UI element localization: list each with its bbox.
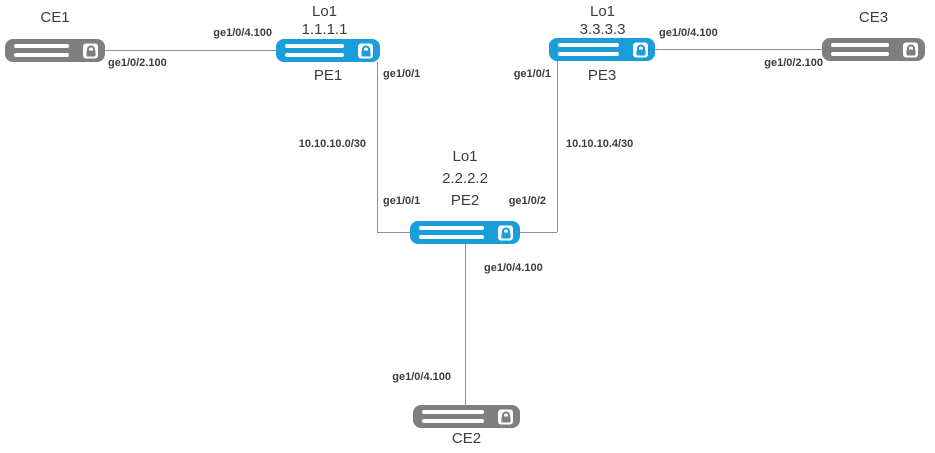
pe3-loopback-ip: 3.3.3.3 xyxy=(579,21,626,38)
lock-body-icon xyxy=(86,50,95,56)
pe2-left-interface-label: ge1/0/1 xyxy=(383,195,421,207)
lock-shackle-icon xyxy=(501,411,510,418)
ce2-title: CE2 xyxy=(451,430,482,447)
pe3-access-interface-label: ge1/0/4.100 xyxy=(659,27,718,39)
link-pe3-pe2-horizontal xyxy=(520,232,557,233)
ce1-interface-label: ge1/0/2.100 xyxy=(108,57,167,69)
lock-shackle-icon xyxy=(906,44,915,51)
pe1-loopback-ip: 1.1.1.1 xyxy=(301,21,348,38)
link-pe1-pe2-horizontal xyxy=(377,232,410,233)
ce2-router-icon xyxy=(413,405,520,428)
lock-body-icon xyxy=(501,232,510,238)
ce3-title: CE3 xyxy=(858,9,889,26)
lock-shackle-icon xyxy=(501,227,510,234)
router-panel-line-icon xyxy=(831,52,889,56)
lock-icon xyxy=(498,409,513,424)
pe1-core-interface-label: ge1/0/1 xyxy=(383,68,421,80)
pe3-loopback-label: Lo1 xyxy=(589,3,616,20)
lock-icon xyxy=(358,43,373,58)
ce1-title: CE1 xyxy=(40,9,70,26)
router-panel-line-icon xyxy=(422,410,484,414)
lock-shackle-icon xyxy=(636,44,645,51)
lock-icon xyxy=(633,42,648,57)
lock-body-icon xyxy=(361,50,370,56)
router-panel-line-icon xyxy=(422,419,484,423)
link-pe1-pe2-vertical xyxy=(377,62,378,232)
pe2-loopback-label: Lo1 xyxy=(452,148,478,165)
lock-icon xyxy=(903,42,918,57)
router-panel-line-icon xyxy=(558,43,619,47)
ce1-router-icon xyxy=(5,39,105,62)
link-pe3-ce3 xyxy=(655,49,822,50)
pe2-right-interface-label: ge1/0/2 xyxy=(508,195,546,207)
link-pe2-ce2 xyxy=(465,244,466,405)
pe1-pe2-subnet-label: 10.10.10.0/30 xyxy=(298,138,366,150)
pe3-pe2-subnet-label: 10.10.10.4/30 xyxy=(566,138,634,150)
router-panel-line-icon xyxy=(14,44,69,48)
lock-icon xyxy=(498,225,513,240)
link-pe3-pe2-vertical xyxy=(557,61,558,232)
lock-body-icon xyxy=(636,49,645,55)
lock-shackle-icon xyxy=(86,45,95,52)
router-panel-line-icon xyxy=(285,53,344,57)
router-panel-line-icon xyxy=(831,43,889,47)
pe1-title: PE1 xyxy=(313,67,343,84)
router-panel-line-icon xyxy=(558,52,619,56)
pe3-core-interface-label: ge1/0/1 xyxy=(513,68,551,80)
pe2-title: PE2 xyxy=(450,192,480,209)
lock-icon xyxy=(83,43,98,58)
ce3-router-icon xyxy=(822,38,925,61)
pe3-title: PE3 xyxy=(587,67,617,84)
pe1-router-icon xyxy=(276,39,380,62)
router-panel-line-icon xyxy=(285,44,344,48)
pe1-access-interface-label: ge1/0/4.100 xyxy=(213,27,272,39)
lock-body-icon xyxy=(501,416,510,422)
link-ce1-pe1 xyxy=(105,50,277,51)
lock-body-icon xyxy=(906,49,915,55)
router-panel-line-icon xyxy=(419,235,484,239)
ce3-interface-label: ge1/0/2.100 xyxy=(764,57,823,69)
pe2-access-interface-label: ge1/0/4.100 xyxy=(484,262,543,274)
ce2-interface-label: ge1/0/4.100 xyxy=(392,371,451,383)
lock-shackle-icon xyxy=(361,45,370,52)
router-panel-line-icon xyxy=(14,53,69,57)
pe3-router-icon xyxy=(549,38,655,61)
pe2-loopback-ip: 2.2.2.2 xyxy=(442,170,488,187)
pe2-router-icon xyxy=(410,221,520,244)
router-panel-line-icon xyxy=(419,226,484,230)
pe1-loopback-label: Lo1 xyxy=(311,3,338,20)
